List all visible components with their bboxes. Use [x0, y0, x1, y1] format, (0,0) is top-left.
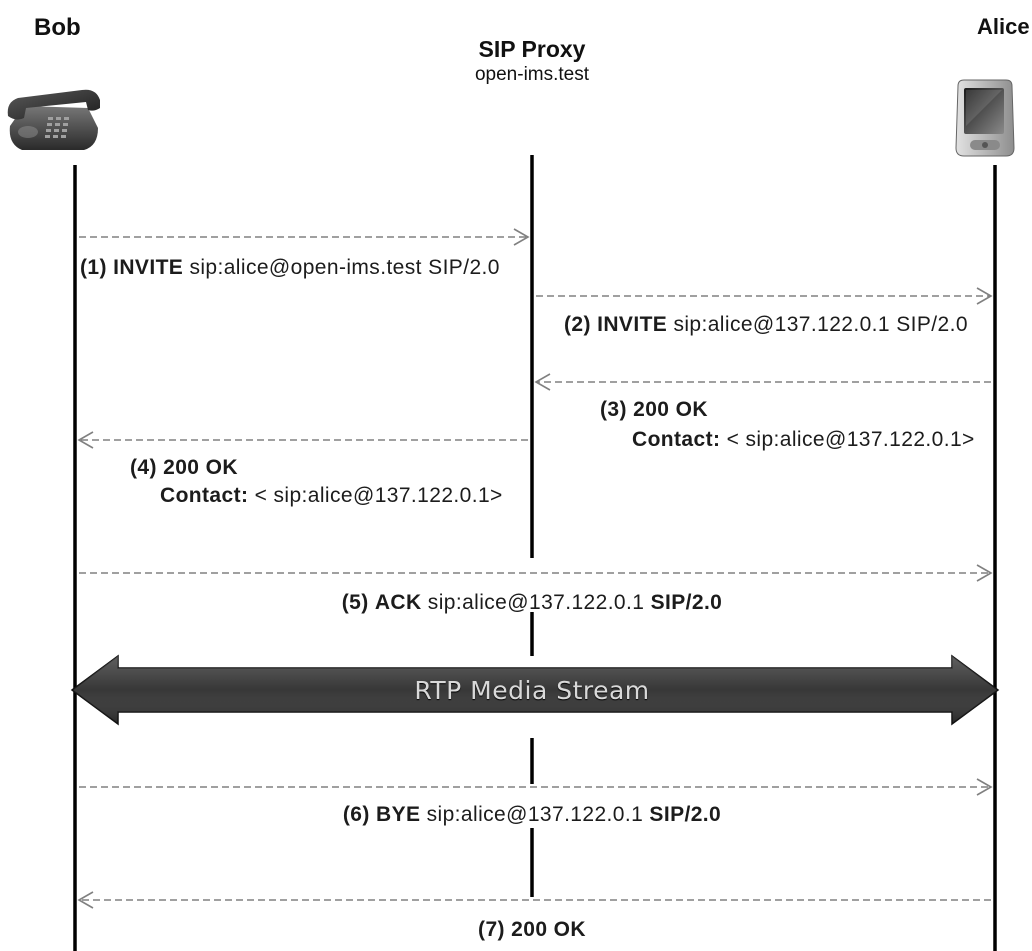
message-uri: sip:alice@137.122.0.1: [426, 803, 644, 826]
message-label-7: (7) 200 OK: [232, 918, 832, 942]
pda-home-button: [982, 142, 988, 148]
message-uri: sip:alice@137.122.0.1: [427, 591, 645, 614]
media-stream-arrow: [70, 654, 1000, 726]
message-version: SIP/2.0: [896, 313, 968, 336]
message-label-6: (6) BYE sip:alice@137.122.0.1 SIP/2.0: [232, 803, 832, 827]
phone-base: [9, 106, 98, 150]
phone-keypad: [45, 117, 69, 138]
message-number: (7): [478, 918, 505, 941]
media-stream-arrow-shade: [72, 656, 998, 724]
pda-screen-glare: [966, 90, 1002, 126]
message-arrow-5: [79, 564, 993, 582]
contact-header-value: < sip:alice@137.122.0.1>: [254, 484, 503, 507]
message-number: (6): [342, 803, 370, 826]
message-number: (2): [564, 313, 591, 336]
message-arrow-3: [534, 373, 991, 391]
desk-phone-icon: [7, 89, 100, 150]
message-method: INVITE: [113, 256, 184, 279]
message-uri: sip:alice@open-ims.test: [189, 256, 422, 279]
alice-participant-label: Alice: [977, 14, 1030, 39]
message-uri: sip:alice@137.122.0.1: [673, 313, 890, 336]
message-arrow-4: [77, 431, 528, 449]
message-status: 200 OK: [163, 456, 238, 479]
message-version: SIP/2.0: [650, 591, 723, 614]
message-arrowhead: [976, 564, 993, 582]
message-number: (4): [130, 456, 157, 479]
message-label-3: (3) 200 OK: [600, 398, 708, 422]
message-arrows: [77, 228, 993, 909]
contact-header-name: Contact:: [160, 484, 249, 507]
phone-handset: [7, 89, 100, 120]
message-arrowhead: [77, 891, 94, 909]
message-label-2: (2) INVITE sip:alice@137.122.0.1 SIP/2.0: [564, 313, 968, 337]
pda-icon: [955, 79, 1015, 157]
message-arrowhead: [976, 287, 993, 305]
bob-participant-label: Bob: [34, 14, 81, 41]
contact-header-name: Contact:: [632, 428, 721, 451]
message-arrowhead: [976, 778, 993, 796]
message-arrowhead: [534, 373, 551, 391]
message-arrow-1: [79, 228, 530, 246]
pda-screen: [964, 88, 1004, 134]
message-number: (3): [600, 398, 627, 421]
message-number: (1): [80, 256, 107, 279]
message-version: SIP/2.0: [649, 803, 722, 826]
message-status: 200 OK: [633, 398, 708, 421]
message-method: BYE: [376, 803, 421, 826]
proxy-domain-label: open-ims.test: [474, 64, 590, 85]
message-arrow-7: [77, 891, 991, 909]
message-arrow-6: [79, 778, 993, 796]
message-label-1: (1) INVITE sip:alice@open-ims.test SIP/2…: [80, 256, 500, 280]
message-label-4: (4) 200 OK: [130, 456, 238, 480]
contact-header-value: < sip:alice@137.122.0.1>: [726, 428, 975, 451]
message-label-5: (5) ACK sip:alice@137.122.0.1 SIP/2.0: [232, 591, 832, 615]
message-arrowhead: [513, 228, 530, 246]
message-status: 200 OK: [511, 918, 586, 941]
message-header-3: Contact: < sip:alice@137.122.0.1>: [632, 428, 975, 452]
media-stream-label: RTP Media Stream: [414, 676, 650, 705]
message-header-4: Contact: < sip:alice@137.122.0.1>: [160, 484, 503, 508]
message-number: (5): [341, 591, 369, 614]
phone-highlight: [18, 126, 38, 138]
message-version: SIP/2.0: [428, 256, 500, 279]
message-method: INVITE: [597, 313, 668, 336]
message-method: ACK: [374, 591, 422, 614]
message-arrowhead: [77, 431, 94, 449]
proxy-participant-label: SIP Proxy: [478, 36, 586, 62]
message-arrow-2: [536, 287, 993, 305]
